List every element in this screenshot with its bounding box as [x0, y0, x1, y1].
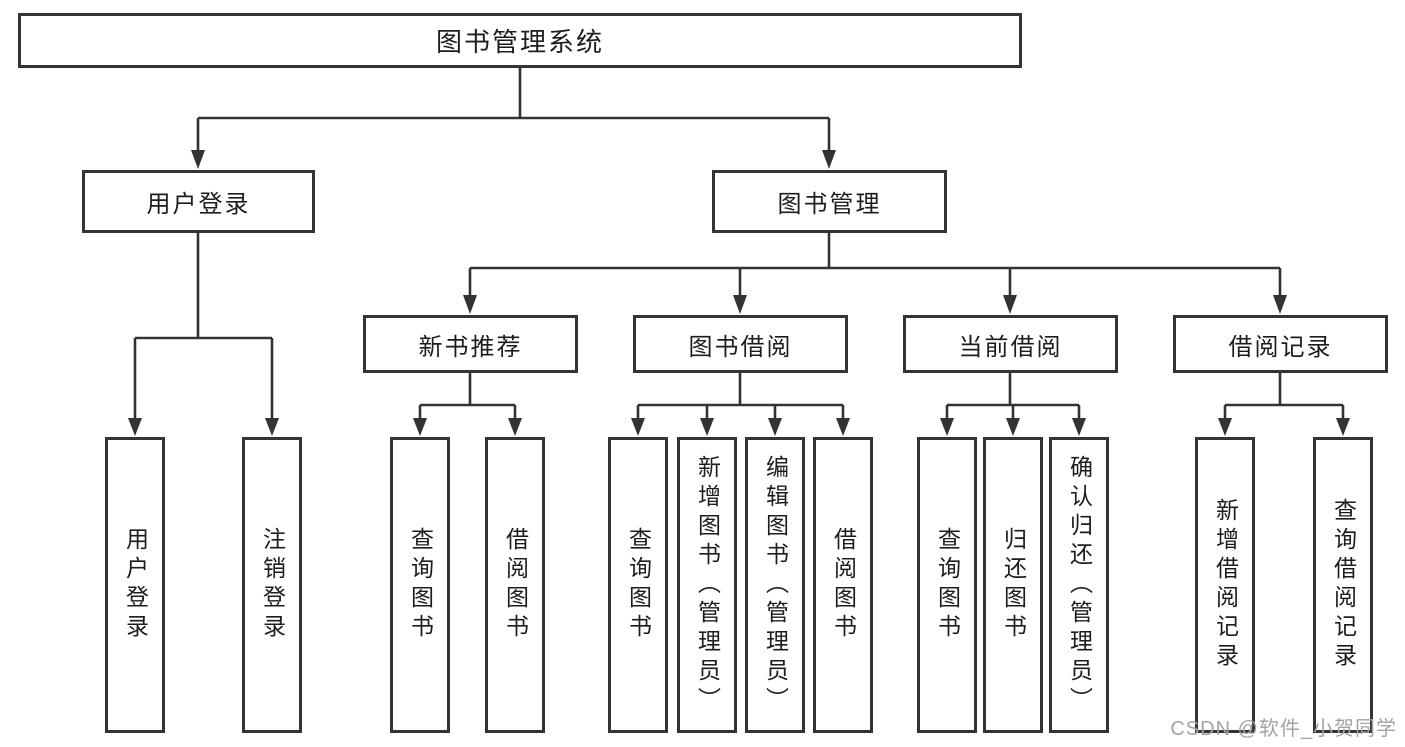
leaf-user-login-label: 用户登录: [122, 527, 149, 643]
arrow-down-icon: [508, 418, 522, 436]
leaf-cb-return-books: 归还图书: [983, 437, 1043, 733]
node-borrow-record-label: 借阅记录: [1228, 333, 1333, 361]
connector-borrow-record-branch: [1218, 373, 1350, 436]
leaf-bb-edit-books-admin-label: 编辑图书（管理员）: [762, 454, 789, 716]
arrow-down-icon: [1006, 418, 1020, 436]
arrow-down-icon: [733, 295, 747, 314]
leaf-cb-confirm-return-admin: 确认归还（管理员）: [1049, 437, 1109, 733]
node-new-book-recommend: 新书推荐: [363, 315, 578, 373]
connector-book-borrow-branch: [631, 373, 850, 436]
leaf-br-query-record: 查询借阅记录: [1313, 437, 1373, 733]
arrow-down-icon: [768, 418, 782, 436]
leaf-logout-login: 注销登录: [242, 437, 302, 733]
connector-book-management-branch: [463, 233, 1287, 314]
arrow-down-icon: [463, 295, 477, 314]
leaf-nbr-borrow-books-label: 借阅图书: [502, 527, 529, 643]
leaf-nbr-borrow-books: 借阅图书: [485, 437, 545, 733]
leaf-cb-query-books-label: 查询图书: [934, 527, 961, 643]
leaf-nbr-query-books: 查询图书: [390, 437, 450, 733]
node-book-borrow: 图书借阅: [633, 315, 848, 373]
node-user-login: 用户登录: [82, 170, 315, 233]
leaf-cb-query-books: 查询图书: [917, 437, 977, 733]
node-root-system-label: 图书管理系统: [435, 27, 604, 57]
connector-user-login-branch: [128, 233, 279, 436]
node-book-management: 图书管理: [712, 170, 947, 233]
node-book-borrow-label: 图书借阅: [688, 333, 793, 361]
arrow-down-icon: [1218, 418, 1232, 436]
leaf-logout-login-label: 注销登录: [259, 527, 286, 643]
leaf-bb-query-books-label: 查询图书: [625, 527, 652, 643]
leaf-user-login: 用户登录: [105, 437, 165, 733]
arrow-down-icon: [265, 418, 279, 436]
leaf-bb-borrow-books: 借阅图书: [813, 437, 873, 733]
leaf-nbr-query-books-label: 查询图书: [407, 527, 434, 643]
leaf-bb-query-books: 查询图书: [608, 437, 668, 733]
connector-new-book-recommend-branch: [413, 373, 522, 436]
node-current-borrow: 当前借阅: [903, 315, 1118, 373]
node-book-management-label: 图书管理: [777, 191, 882, 218]
node-borrow-record: 借阅记录: [1173, 315, 1388, 373]
leaf-cb-confirm-return-admin-label: 确认归还（管理员）: [1066, 454, 1093, 716]
arrow-down-icon: [191, 150, 205, 169]
leaf-cb-return-books-label: 归还图书: [1000, 527, 1027, 643]
node-new-book-recommend-label: 新书推荐: [418, 333, 523, 361]
node-current-borrow-label: 当前借阅: [958, 333, 1063, 361]
leaf-bb-add-books-admin-label: 新增图书（管理员）: [694, 454, 721, 716]
arrow-down-icon: [940, 418, 954, 436]
leaf-br-add-record: 新增借阅记录: [1195, 437, 1255, 733]
node-user-login-label: 用户登录: [146, 191, 251, 218]
arrow-down-icon: [1273, 295, 1287, 314]
leaf-bb-edit-books-admin: 编辑图书（管理员）: [745, 437, 805, 733]
arrow-down-icon: [413, 418, 427, 436]
arrow-down-icon: [1072, 418, 1086, 436]
leaf-br-query-record-label: 查询借阅记录: [1330, 498, 1357, 672]
leaf-bb-add-books-admin: 新增图书（管理员）: [677, 437, 737, 733]
node-root-system: 图书管理系统: [18, 13, 1022, 68]
arrow-down-icon: [822, 150, 836, 169]
connector-root-branch: [191, 68, 836, 169]
arrow-down-icon: [1003, 295, 1017, 314]
connector-current-borrow-branch: [940, 373, 1086, 436]
leaf-bb-borrow-books-label: 借阅图书: [830, 527, 857, 643]
arrow-down-icon: [700, 418, 714, 436]
arrow-down-icon: [1336, 418, 1350, 436]
arrow-down-icon: [836, 418, 850, 436]
csdn-watermark: CSDN @软件_小贺同学: [1170, 718, 1397, 740]
arrow-down-icon: [631, 418, 645, 436]
leaf-br-add-record-label: 新增借阅记录: [1212, 498, 1239, 672]
arrow-down-icon: [128, 418, 142, 436]
